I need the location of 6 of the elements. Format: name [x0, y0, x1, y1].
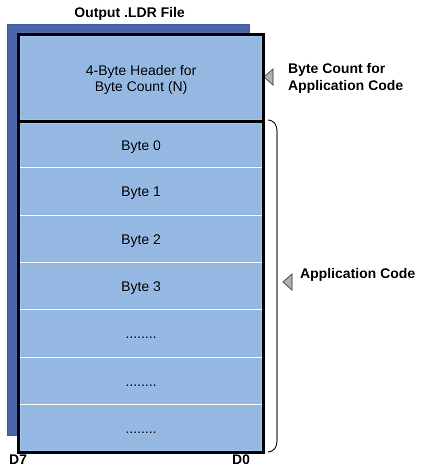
byte-row: Byte 0: [20, 120, 262, 168]
bit-label: D0: [232, 451, 251, 468]
callout-text: Byte Count for Application Code: [288, 60, 404, 94]
bit-label: D7: [9, 451, 28, 468]
callout-text: Application Code: [300, 265, 416, 282]
panel-title: Output .LDR File: [73, 4, 186, 20]
